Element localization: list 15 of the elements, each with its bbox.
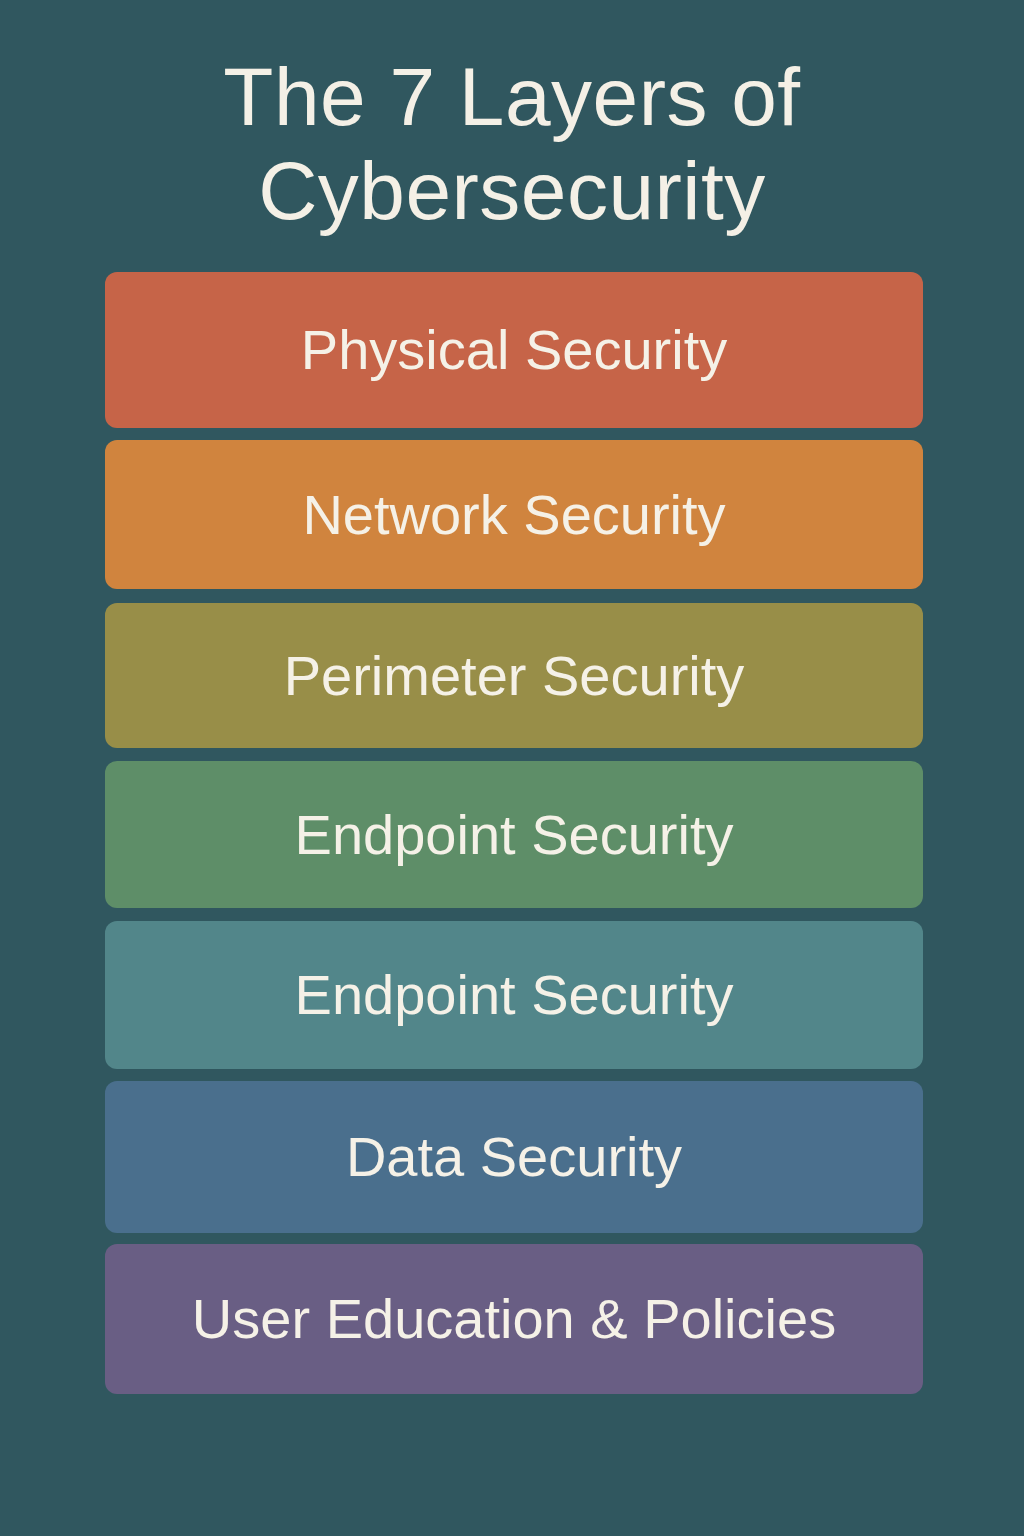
layer-label: Perimeter Security xyxy=(283,643,745,708)
layer-band xyxy=(105,921,923,1069)
layer-band xyxy=(105,440,923,589)
layer-label: Network Security xyxy=(302,482,726,547)
diagram-title: The 7 Layers of Cybersecurity xyxy=(222,50,802,238)
layer-label: User Education & Policies xyxy=(191,1287,837,1351)
layer-label: Endpoint Security xyxy=(294,963,734,1027)
layer-label: Endpoint Security xyxy=(294,802,734,867)
layer-label: Data Security xyxy=(345,1125,683,1189)
layer-band xyxy=(105,1244,923,1394)
layer-band xyxy=(105,272,923,428)
layer-band xyxy=(105,1081,923,1233)
layer-label: Physical Security xyxy=(300,318,728,382)
layer-band xyxy=(105,761,923,908)
layer-band xyxy=(105,603,923,748)
